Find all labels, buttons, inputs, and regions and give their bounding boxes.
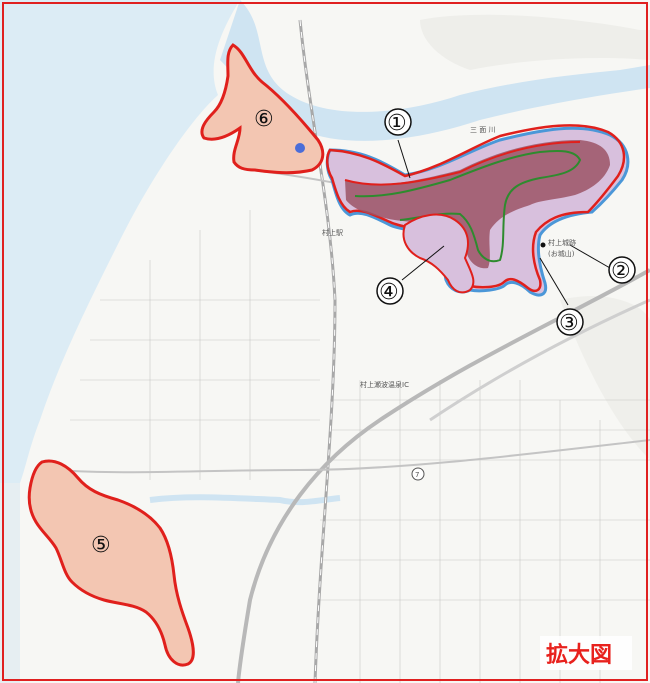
badge-1: ①: [387, 111, 407, 136]
sea-lower: [0, 483, 20, 683]
zone-1-area[interactable]: [345, 140, 610, 269]
castle-sub-label: (お城山): [548, 249, 575, 258]
badge-3-circle: [556, 308, 584, 336]
hills-east: [560, 296, 650, 460]
roads: [59, 19, 650, 683]
map-title: 拡大図: [546, 643, 612, 668]
route-7-shield-icon: [411, 467, 425, 481]
badge-5: ⑤: [91, 533, 111, 558]
route-7: [429, 298, 650, 422]
route-7-label: 7: [415, 471, 419, 479]
zone-4-area[interactable]: [402, 213, 475, 294]
castle-label: 村上城跡: [548, 238, 576, 247]
badge-4-circle: [376, 277, 404, 305]
zone-3-boundary: [326, 124, 626, 292]
badge-2-circle: [608, 256, 636, 284]
route-shield-345-icon: [295, 143, 305, 153]
badge-2: ②: [611, 259, 631, 284]
railway-dash: [299, 19, 336, 683]
hills-north: [420, 14, 650, 70]
title-backdrop: [540, 636, 632, 670]
zone-6-area[interactable]: [200, 43, 325, 175]
river-label: 三 面 川: [470, 126, 495, 134]
green-boundary: [354, 150, 582, 263]
station-label: 村上駅: [322, 228, 343, 237]
sea: [0, 0, 240, 483]
badge-6: ⑥: [254, 107, 274, 132]
badge-1-circle: [384, 108, 412, 136]
expressway: [236, 268, 650, 683]
badge-3: ③: [559, 311, 579, 336]
badge-4: ④: [379, 280, 399, 305]
pointer-lines: [397, 139, 611, 306]
zone-1-top-edge: [344, 141, 581, 186]
interchange-label: 村上瀬波温泉IC: [360, 380, 409, 389]
zone-badges: ① ② ③ ④ ⑤ ⑥: [91, 107, 636, 558]
zone-5-area[interactable]: [27, 459, 195, 667]
castle-marker-icon: [540, 242, 546, 248]
river: [220, 0, 650, 141]
coastal-road: [59, 439, 650, 474]
canal: [149, 494, 341, 506]
